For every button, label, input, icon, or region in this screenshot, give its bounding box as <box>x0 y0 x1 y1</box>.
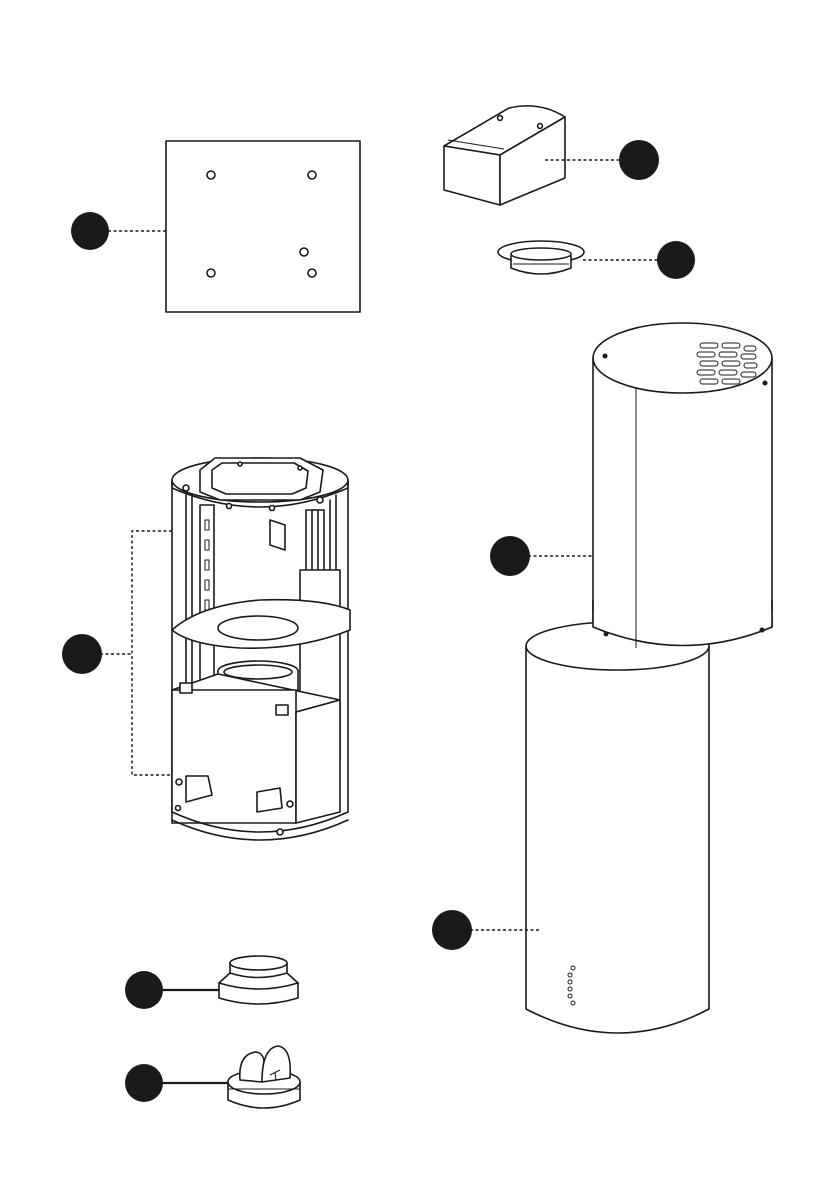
lower-chimney <box>526 600 772 1033</box>
callout-bullet <box>432 910 472 950</box>
callout-upper-chimney <box>490 536 593 576</box>
callout-backflow-valve <box>125 1064 228 1102</box>
duct-reducer <box>219 956 298 1004</box>
support-frame <box>172 458 350 840</box>
backflow-valve <box>228 1046 300 1108</box>
callout-lower-chimney <box>432 910 540 950</box>
callout-bullet <box>619 140 659 180</box>
callout-flange-ring <box>583 241 695 279</box>
callout-bullet <box>490 536 530 576</box>
callout-mounting-plate <box>71 212 166 250</box>
callout-bullet <box>125 1064 163 1102</box>
callout-duct-reducer <box>125 971 219 1009</box>
callout-support-frame <box>62 531 172 775</box>
flange-ring <box>498 241 584 274</box>
callout-bullet <box>71 212 109 250</box>
callout-bullet <box>657 241 695 279</box>
upper-chimney <box>593 323 772 648</box>
callout-bullet <box>125 971 163 1009</box>
mounting-plate <box>166 141 360 312</box>
callout-bullet <box>62 634 102 674</box>
extension-box <box>444 106 565 205</box>
